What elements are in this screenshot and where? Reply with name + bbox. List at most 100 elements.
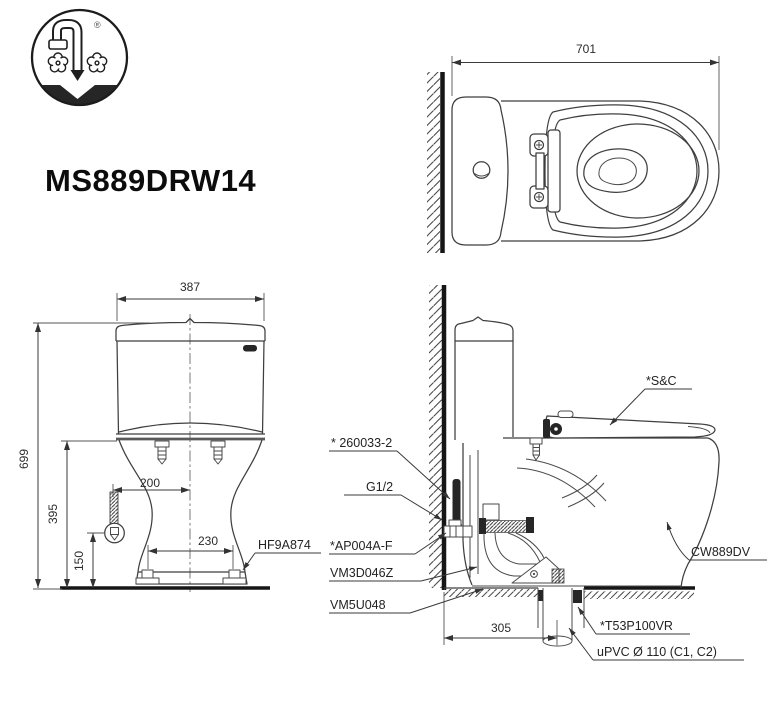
- dim-width-label: 387: [180, 280, 200, 294]
- angle-valve-body: [443, 525, 473, 538]
- dim-depth-label: 701: [576, 42, 596, 56]
- front-flush-button: [243, 345, 257, 352]
- floor-left-hatch: [444, 589, 538, 597]
- seat-cover-outline: [544, 104, 709, 238]
- label-outlet-connector: VM5U048: [329, 588, 484, 614]
- side-seat-bolt: [529, 437, 543, 461]
- label-supply-hose: * 260033-2: [329, 436, 451, 500]
- label-supply-thread: G1/2: [344, 480, 443, 521]
- logo-circle: [30, 8, 129, 107]
- front-tank-side-left: [116, 340, 120, 435]
- front-view: 387 699 395 150 200 230: [17, 280, 321, 592]
- label-seat-cover: *S&C: [609, 374, 692, 426]
- dim-rough-in-label: 305: [491, 621, 511, 635]
- brand-logo: ®: [30, 8, 129, 107]
- dim-height-total-label: 699: [17, 449, 31, 469]
- seat-bolt-left: [154, 440, 170, 465]
- inlet-stem: [109, 491, 119, 527]
- hinge-screw-top: [533, 139, 545, 151]
- trapway-curves: [516, 458, 607, 508]
- fitting-label: HF9A874: [258, 538, 311, 552]
- dim-height-699: 699: [17, 322, 150, 590]
- hinge-cap: [557, 410, 574, 418]
- tank-bowl-gasket: [482, 520, 532, 533]
- side-wall-hatch: [429, 285, 442, 588]
- svg-text:G1/2: G1/2: [366, 480, 393, 494]
- svg-text:VM5U048: VM5U048: [330, 598, 386, 612]
- gasket-end-right: [526, 517, 534, 533]
- faucet-icon-inner: [54, 21, 81, 70]
- label-drain-socket: *T53P100VR: [577, 606, 690, 635]
- flush-button-shade: [474, 173, 489, 177]
- label-fitting-hf9a874: HF9A874: [242, 538, 321, 571]
- hinge-screw-bottom: [533, 191, 545, 203]
- front-tank-skirt-arc: [118, 422, 263, 433]
- hinge-block: [543, 419, 550, 438]
- registered-mark: ®: [94, 20, 101, 30]
- dim-width-387: 387: [116, 280, 265, 321]
- hinge-pivot-center: [554, 427, 558, 431]
- bowl-footprint: [501, 100, 720, 242]
- wall-supply-stub: [448, 519, 462, 527]
- svg-text:*T53P100VR: *T53P100VR: [600, 619, 673, 633]
- svg-text:*AP004A-F: *AP004A-F: [330, 539, 393, 553]
- floor-bolt-right: [222, 569, 247, 585]
- model-code: MS889DRW14: [45, 163, 256, 198]
- water-inlet: [104, 491, 125, 544]
- flush-button: [472, 161, 491, 179]
- drain-socket-seal-left: [538, 590, 543, 601]
- seat-bolt-right: [210, 440, 226, 465]
- dim-rough-in-305: 305: [443, 592, 558, 645]
- label-gasket: VM3D046Z: [329, 566, 478, 582]
- faucet-spout-head: [48, 39, 68, 50]
- bowl-back-edge: [462, 443, 473, 586]
- svg-text:CW889DV: CW889DV: [691, 545, 751, 559]
- flower-icon-left: [47, 52, 69, 73]
- flange-screw: [530, 570, 538, 578]
- dim-height-rim-label: 395: [46, 504, 60, 524]
- faucet-tip: [70, 70, 85, 81]
- dim-inlet-offset-label: 200: [140, 476, 160, 490]
- svg-text:*S&C: *S&C: [646, 374, 677, 388]
- dim-bolts-230: 230: [147, 534, 234, 569]
- outlet-seal-block: [551, 568, 565, 584]
- label-bowl-code: CW889DV: [666, 521, 767, 561]
- svg-text:VM3D046Z: VM3D046Z: [330, 566, 394, 580]
- drain-pit: [537, 588, 585, 647]
- pedestal-right: [230, 439, 263, 573]
- label-angle-valve: *AP004A-F: [329, 532, 447, 555]
- dim-height-150: 150: [72, 532, 104, 588]
- flange-screw-dot: [533, 573, 535, 575]
- water-surface-inner: [598, 157, 637, 186]
- pedestal-left: [118, 439, 153, 573]
- angle-valve-detail: [449, 526, 464, 537]
- side-tank: [454, 316, 514, 440]
- dim-depth-701: 701: [451, 42, 720, 150]
- seat-nose-line: [687, 426, 711, 434]
- dim-bolt-spacing-label: 230: [198, 534, 218, 548]
- label-drain-pipe: uPVC Ø 110 (C1, C2): [568, 627, 744, 661]
- front-tank-side-right: [261, 340, 265, 435]
- floor-right-hatch: [584, 591, 694, 599]
- seat-hinge-bracket: [529, 129, 561, 213]
- top-view: 701: [427, 42, 720, 253]
- bowl-front-profile: [680, 437, 720, 589]
- dim-height-inlet-label: 150: [72, 551, 86, 571]
- svg-text:uPVC Ø 110 (C1, C2): uPVC Ø 110 (C1, C2): [597, 645, 717, 659]
- dim-height-395: 395: [46, 440, 117, 588]
- logo-pool-notch: [60, 85, 95, 99]
- flower-icon-right: [86, 52, 108, 73]
- water-surface-outer: [583, 148, 648, 193]
- outlet-elbow: [483, 532, 553, 577]
- wall-hatch: [427, 72, 440, 253]
- dim-offset-200: 200: [112, 476, 190, 497]
- svg-text:* 260033-2: * 260033-2: [331, 436, 392, 450]
- drain-socket-seal-right: [573, 590, 582, 603]
- gasket-end-left: [479, 518, 486, 534]
- supply-hose: [452, 479, 461, 524]
- flush-valve-body: [482, 503, 500, 521]
- front-tank-lid: [115, 317, 266, 341]
- floor-bolt-left: [135, 569, 160, 585]
- side-view: 305 *S&C * 260033-2 G1/2 *AP004A-F VM3D0…: [329, 285, 767, 661]
